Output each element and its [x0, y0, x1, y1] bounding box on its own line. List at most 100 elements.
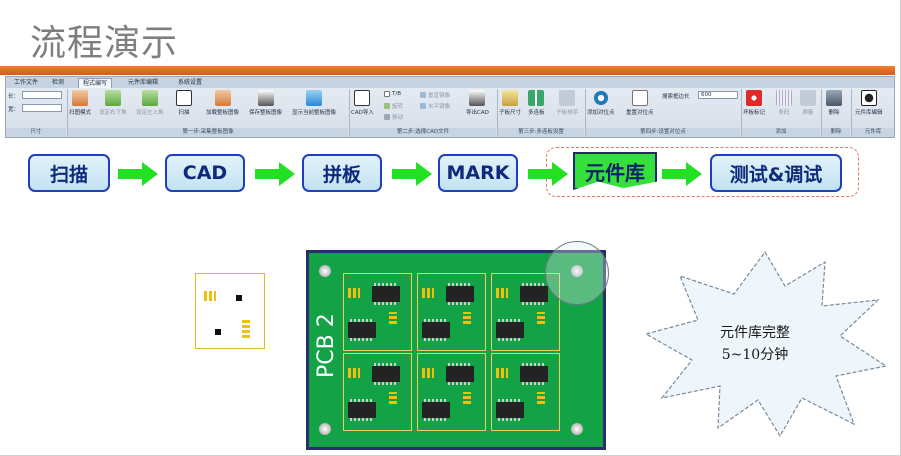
- close-circle-icon: [746, 90, 762, 106]
- delete-button[interactable]: 删除: [826, 90, 842, 116]
- ic-chip: [422, 319, 450, 341]
- solder-pads: [389, 392, 397, 404]
- tb-toggle[interactable]: T/B: [384, 91, 401, 97]
- solder-pads: [463, 312, 471, 324]
- ic-chip: [446, 363, 474, 385]
- sub-board-order-label: 子板排序: [556, 110, 579, 116]
- solder-pads: [463, 392, 471, 404]
- arrow-right-icon: [118, 162, 158, 186]
- solder-pads: [422, 368, 434, 378]
- sub-board-size-button[interactable]: 子板尺寸: [499, 90, 521, 116]
- solder-pads: [496, 288, 508, 298]
- callout-text: 元件库完整 5~10分钟: [700, 322, 810, 366]
- solder-pads: [348, 288, 360, 298]
- barcode-button[interactable]: 条码: [776, 90, 792, 116]
- tab-inspect[interactable]: 检测: [52, 79, 65, 86]
- lock-icon: [800, 90, 816, 106]
- mask-label: 屏蔽: [802, 110, 814, 116]
- set-top-left-button[interactable]: 设定左上角: [136, 90, 164, 116]
- arrow-right-icon: [392, 162, 432, 186]
- scan-mode-button[interactable]: 扫图模式: [69, 90, 91, 116]
- width-input[interactable]: [22, 104, 62, 112]
- ribbon-tabs: 工作文件 检测 程式编写 元件库编辑 系统设置: [6, 77, 894, 88]
- group-size-label: 尺寸: [6, 128, 66, 137]
- export-icon: [469, 90, 486, 106]
- export-cad-button[interactable]: 导出CAD: [466, 90, 489, 116]
- group2-label: 第二步:选择CAD文件: [350, 128, 496, 137]
- page-title: 流程演示: [30, 23, 179, 64]
- search-box-size-label: 搜索框边长: [662, 94, 690, 100]
- show-board-image-button[interactable]: 显示当前整板图像: [292, 90, 336, 116]
- mounting-hole: [319, 423, 331, 435]
- solder-pads: [537, 312, 545, 324]
- sub-board-cell: [417, 353, 486, 431]
- callout-line-2: 5~10分钟: [721, 347, 789, 363]
- solder-pads: [348, 368, 360, 378]
- ic-chip: [496, 399, 524, 421]
- barcode-label: 条码: [778, 110, 790, 116]
- group4-label: 第四步:设置对位点: [586, 128, 740, 137]
- tab-work-file[interactable]: 工作文件: [14, 79, 39, 86]
- save-board-image-button[interactable]: 保存整板图像: [249, 90, 282, 116]
- bad-board-mark-label: 坏板标记: [743, 110, 766, 116]
- step-cad: CAD: [165, 154, 245, 192]
- grid-icon: [528, 90, 545, 106]
- length-input[interactable]: [22, 91, 62, 99]
- set-top-left-label: 设定左上角: [136, 110, 164, 116]
- arrow-right-icon: [662, 162, 702, 186]
- magnifier-lens: [545, 241, 609, 305]
- show-board-image-label: 显示当前整板图像: [292, 110, 337, 116]
- group6-label: 删除: [822, 128, 850, 137]
- tab-library-edit[interactable]: 元件库编辑: [128, 79, 159, 86]
- corner-arrow-icon: [141, 90, 158, 106]
- separator: [851, 89, 852, 137]
- group7-label: 元件库: [852, 128, 894, 137]
- scan-label: 扫描: [178, 110, 190, 116]
- target-icon: [592, 90, 609, 106]
- add-fiducial-button[interactable]: 添加对位点: [587, 90, 615, 116]
- cad-import-button[interactable]: CAD导入: [351, 90, 374, 116]
- ic-chip: [372, 283, 400, 305]
- horizontal-mirror-button[interactable]: 水平镜像: [420, 102, 450, 110]
- board-size-icon: [502, 90, 518, 106]
- separator: [349, 89, 350, 137]
- arrow-right-icon: [528, 162, 568, 186]
- mask-button[interactable]: 屏蔽: [800, 90, 816, 116]
- search-box-size-input[interactable]: 600: [698, 91, 738, 99]
- load-board-image-button[interactable]: 加载整板图像: [206, 90, 239, 116]
- component-body: [215, 329, 221, 335]
- trash-icon: [826, 90, 842, 106]
- step-mark: MARK: [438, 154, 518, 192]
- scan-mode-icon: [72, 90, 88, 106]
- separator: [497, 89, 498, 137]
- delete-label: 删除: [828, 110, 840, 116]
- library-edit-label: 元件库编辑: [855, 110, 883, 116]
- ic-chip: [446, 283, 474, 305]
- mounting-hole: [571, 423, 583, 435]
- tab-system-settings[interactable]: 系统设置: [178, 79, 203, 86]
- set-bottom-right-button[interactable]: 设定右下角: [99, 90, 127, 116]
- bad-board-mark-button[interactable]: 坏板标记: [743, 90, 765, 116]
- solder-pads: [389, 312, 397, 324]
- ic-chip: [348, 319, 376, 341]
- cad-import-label: CAD导入: [351, 110, 374, 116]
- step-scan: 扫描: [28, 154, 110, 192]
- vertical-mirror-button[interactable]: 垂直镜像: [420, 91, 450, 99]
- sub-board-order-button[interactable]: 子板排序: [556, 90, 578, 116]
- tab-programming[interactable]: 程式编写: [78, 78, 113, 88]
- callout-burst: [644, 250, 888, 438]
- move-button[interactable]: 移动: [384, 113, 403, 121]
- scan-button[interactable]: 扫描: [176, 90, 192, 116]
- component-body: [236, 295, 242, 301]
- library-edit-button[interactable]: 元件库编辑: [855, 90, 883, 116]
- reset-fiducial-button[interactable]: 重置对位点: [626, 90, 654, 116]
- image-load-icon: [214, 90, 231, 106]
- multi-board-button[interactable]: 多连板: [528, 90, 545, 116]
- separator: [741, 89, 742, 137]
- component-illustration: [195, 273, 265, 349]
- group5-label: 添加: [742, 128, 820, 137]
- sort-icon: [559, 90, 575, 106]
- rotate-button[interactable]: 旋转: [384, 102, 403, 110]
- barcode-icon: [776, 90, 792, 106]
